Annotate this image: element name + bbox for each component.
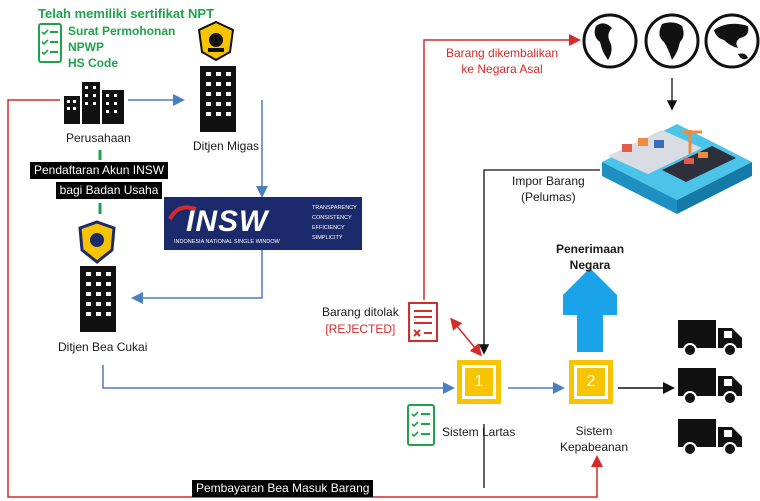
insw-tag-consistency: CONSISTENCY xyxy=(312,215,352,221)
beacukai-emblem-icon xyxy=(76,220,118,269)
npt-item-npwp: NPWP xyxy=(68,40,104,54)
insw-logo-text: INSW xyxy=(186,205,269,238)
pendaftaran-line2: bagi Badan Usaha xyxy=(55,182,163,199)
npt-item-hscode: HS Code xyxy=(68,56,119,70)
checklist-icon xyxy=(38,23,62,68)
arrow-insw-beacukai xyxy=(131,250,263,304)
ditjen-migas-label: Ditjen Migas xyxy=(193,139,260,153)
globe-americas-icon xyxy=(582,12,638,75)
perusahaan-label: Perusahaan xyxy=(66,131,131,145)
globe-africa-icon xyxy=(644,12,700,75)
barang-ditolak-label: Barang ditolak xyxy=(322,305,399,319)
beacukai-building-icon xyxy=(78,266,118,337)
insw-tag-efficiency: EFFICIENCY xyxy=(312,225,345,231)
penerimaan-line2: Negara xyxy=(569,258,611,272)
pendaftaran-line1: Pendaftaran Akun INSW xyxy=(30,162,169,179)
sistem-kepabeanan-line2: Kepabeanan xyxy=(559,440,629,454)
arrow-impor-barang xyxy=(478,169,600,355)
pembayaran-label: Pembayaran Bea Masuk Barang xyxy=(192,480,374,497)
insw-tag-simplicity: SIMPLICITY xyxy=(312,235,343,241)
barang-dikembalikan-line1: Barang dikembalikan xyxy=(446,46,559,60)
migas-building-icon xyxy=(198,66,238,137)
arrow-pembayaran xyxy=(7,99,603,498)
company-buildings-icon xyxy=(62,76,126,131)
rejected-document-icon xyxy=(408,302,438,347)
insw-logo: INSW INDONESIA NATIONAL SINGLE WINDOW TR… xyxy=(164,197,362,250)
lartas-checklist-icon xyxy=(407,404,435,451)
arrow-ditolak xyxy=(450,317,482,357)
truck-icon xyxy=(678,318,744,363)
truck-icon xyxy=(678,366,744,411)
truck-icon xyxy=(678,417,744,462)
migas-emblem-icon xyxy=(196,20,236,67)
arrow-barang-dikembalikan xyxy=(423,34,581,300)
sistem-kepabeanan-line1: Sistem xyxy=(575,424,613,438)
insw-tag-transparency: TRANSPARENCY xyxy=(312,205,357,211)
port-ship-illustration xyxy=(602,110,752,219)
arrow-beacukai-lartas xyxy=(102,365,455,394)
barang-dikembalikan-line2: ke Negara Asal xyxy=(461,62,543,76)
sistem-lartas-label: Sistem Lartas xyxy=(442,425,516,439)
step-number-1: 1 xyxy=(465,368,493,396)
insw-subtitle: INDONESIA NATIONAL SINGLE WINDOW xyxy=(174,239,280,245)
impor-barang-line1: Impor Barang xyxy=(512,174,585,188)
npt-title: Telah memiliki sertifikat NPT xyxy=(38,6,215,21)
step-box-lartas: 1 xyxy=(457,360,501,404)
globe-asia-icon xyxy=(704,12,760,75)
impor-barang-line2: (Pelumas) xyxy=(521,190,576,204)
penerimaan-line1: Penerimaan xyxy=(556,242,625,256)
ditjen-beacukai-label: Ditjen Bea Cukai xyxy=(58,340,148,354)
step-box-kepabeanan: 2 xyxy=(569,360,613,404)
penerimaan-arrow xyxy=(563,268,617,352)
npt-item-surat: Surat Permohonan xyxy=(68,24,176,38)
step-number-2: 2 xyxy=(577,368,605,396)
rejected-label: [REJECTED] xyxy=(325,322,396,336)
